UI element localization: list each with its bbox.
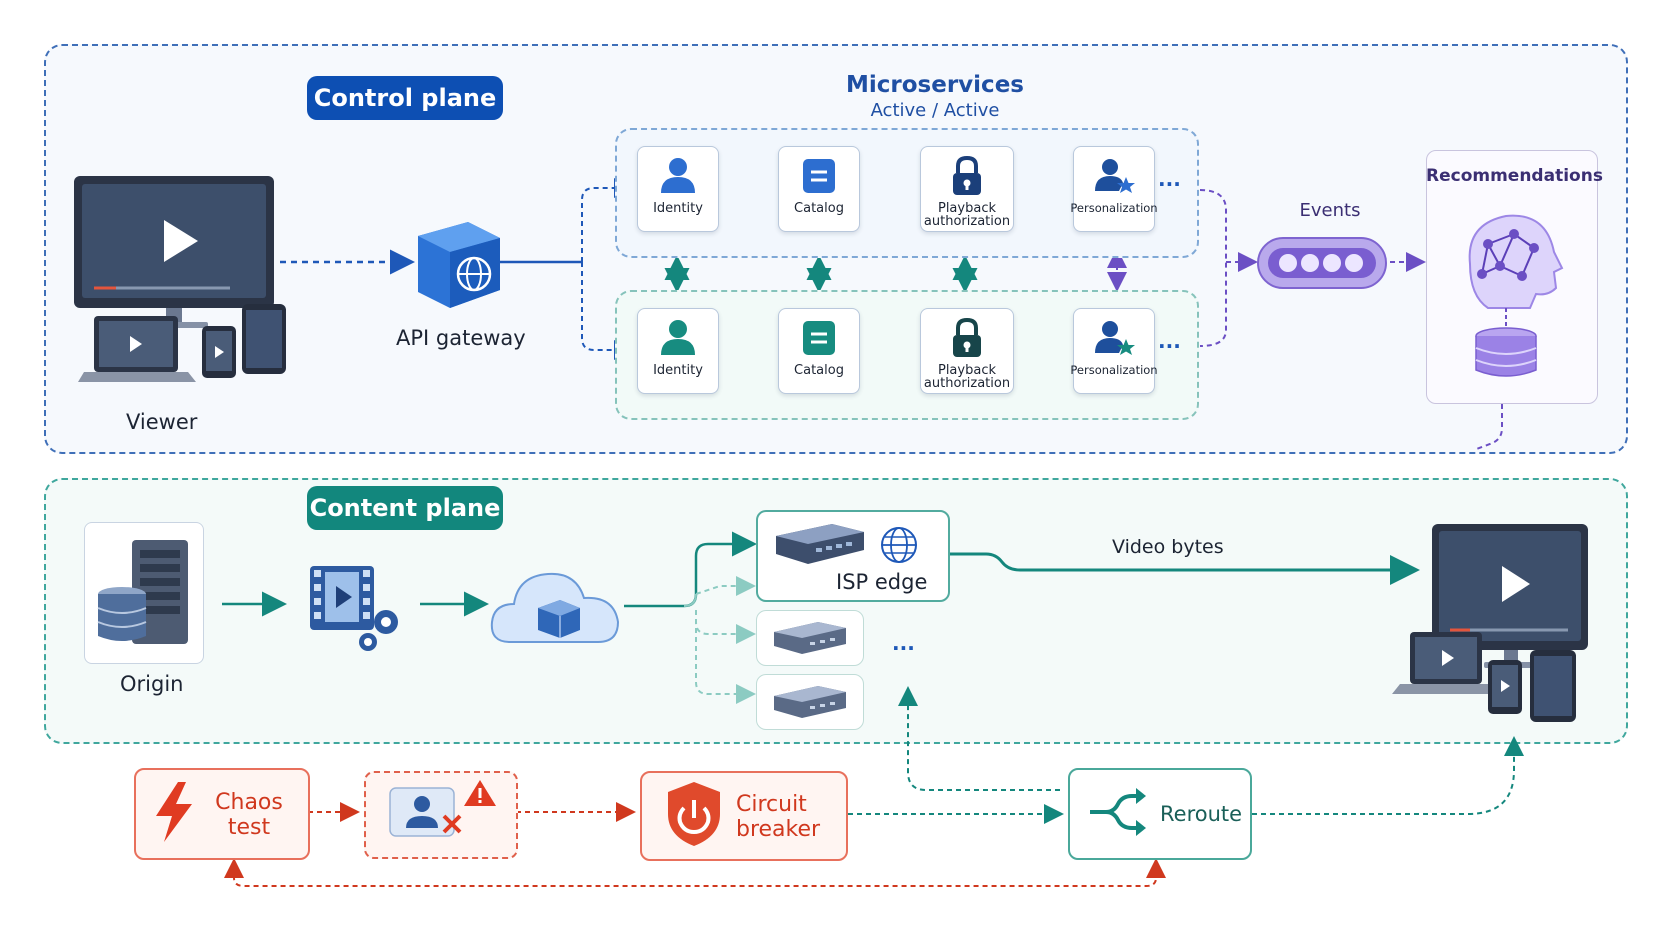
reroute-icon (1090, 788, 1146, 836)
api-gateway-icon (418, 222, 500, 308)
service-playback-authorization-a[interactable]: Playback authorization (920, 146, 1014, 232)
viewer-label: Viewer (126, 410, 198, 434)
ml-brain-database-icon (1468, 214, 1564, 377)
reroute-node[interactable] (1068, 768, 1252, 860)
server-icon (774, 686, 846, 718)
origin-label: Origin (120, 672, 184, 696)
user-icon (661, 158, 695, 193)
events-label: Events (1299, 200, 1361, 221)
failed-service-icon (389, 780, 496, 837)
circuit-breaker-label: Circuit breaker (736, 792, 821, 842)
service-label: Identity (653, 363, 703, 378)
service-label: Catalog (794, 363, 844, 378)
service-playback-authorization-b[interactable]: Playback authorization (920, 308, 1014, 394)
reroute-label: Reroute (1160, 802, 1243, 826)
user-icon (661, 320, 695, 355)
more-services-b: ··· (1158, 334, 1181, 358)
service-catalog-b[interactable]: Catalog (778, 308, 860, 394)
service-personalization-b[interactable]: Personalization (1070, 308, 1158, 394)
lightning-icon (156, 782, 192, 842)
lock-icon (953, 155, 981, 195)
service-label: Personalization (1070, 201, 1158, 215)
service-label: Identity (653, 201, 703, 216)
catalog-icon (803, 159, 835, 193)
viewer-devices-icon (74, 176, 286, 382)
service-label: Catalog (794, 201, 844, 216)
user-star-icon (1095, 321, 1135, 355)
chaos-test-label: Chaos test (215, 790, 283, 840)
api-gateway-label: API gateway (396, 326, 526, 350)
more-services-a: ··· (1158, 172, 1181, 196)
content-plane-badge: Content plane (307, 486, 503, 530)
service-personalization-a[interactable]: Personalization (1070, 146, 1158, 232)
service-label: Personalization (1070, 363, 1158, 377)
service-label: Playback authorization (923, 363, 1011, 391)
server-icon (776, 524, 864, 564)
service-identity-b[interactable]: Identity (637, 308, 719, 394)
service-identity-a[interactable]: Identity (637, 146, 719, 232)
user-star-icon (1095, 159, 1135, 193)
service-catalog-a[interactable]: Catalog (778, 146, 860, 232)
microservices-title: Microservices (846, 72, 1024, 98)
microservices-subtitle: Active / Active (870, 100, 1000, 121)
isp-edge-label: ISP edge (836, 570, 928, 594)
recommendations-label: Recommendations (1426, 166, 1603, 186)
service-label: Playback authorization (923, 201, 1011, 229)
catalog-icon (803, 321, 835, 355)
globe-icon (881, 527, 917, 563)
more-edges: ··· (892, 636, 915, 660)
lock-icon (953, 317, 981, 357)
destination-devices-icon (1392, 524, 1588, 722)
event-queue-icon (1257, 237, 1387, 289)
origin-server-icon (97, 540, 188, 644)
server-icon (774, 622, 846, 654)
video-bytes-label: Video bytes (1112, 536, 1224, 558)
cdn-cloud-icon (490, 572, 620, 643)
transcode-icon (310, 566, 398, 651)
shield-power-icon (668, 782, 720, 846)
control-plane-badge: Control plane (307, 76, 503, 120)
